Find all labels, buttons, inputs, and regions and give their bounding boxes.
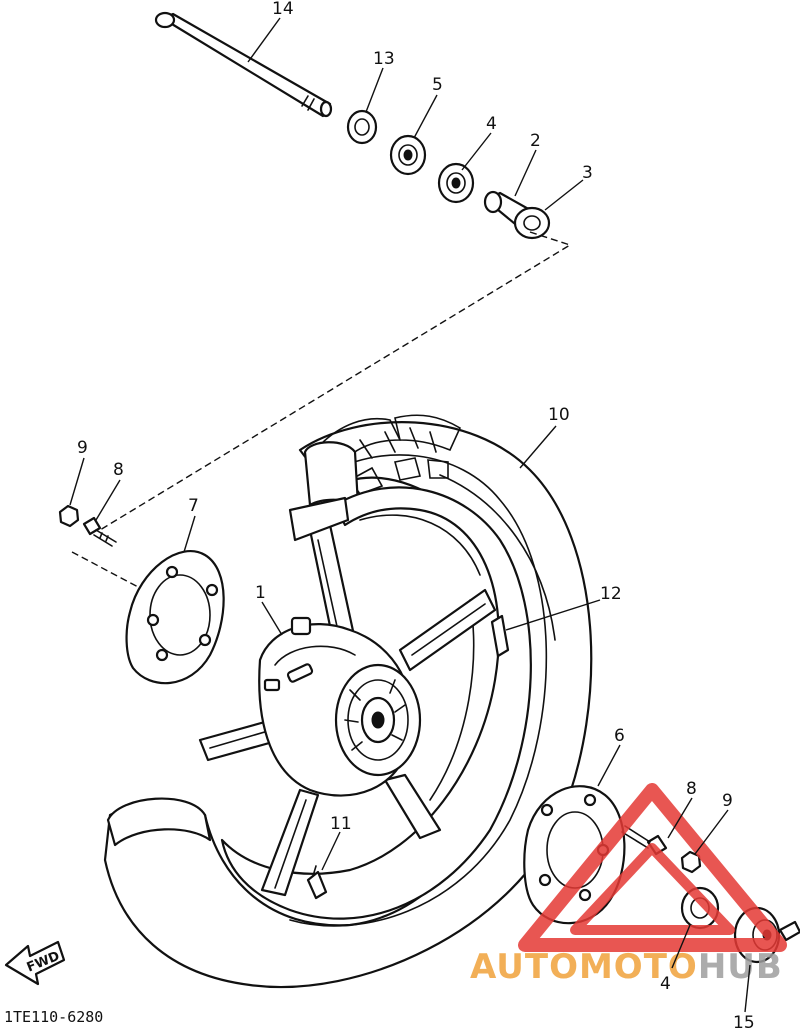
callout-9-right: 9 <box>722 791 733 811</box>
callout-5: 5 <box>432 75 443 95</box>
watermark-triangle-icon <box>518 783 787 952</box>
callout-2: 2 <box>530 131 541 151</box>
callout-3: 3 <box>582 163 593 183</box>
bearing-part-4-top <box>437 162 475 204</box>
collar-part-3 <box>513 206 551 240</box>
callout-8-left: 8 <box>113 460 124 480</box>
nut-part-9-left <box>58 504 80 528</box>
callout-12: 12 <box>600 584 622 604</box>
wheel-rim <box>198 486 532 920</box>
fwd-arrow: FWD <box>4 940 66 986</box>
plate-part-7 <box>125 550 225 685</box>
callout-14: 14 <box>272 0 294 19</box>
callout-1: 1 <box>255 583 266 603</box>
callout-7: 7 <box>188 496 199 516</box>
collar-part-13 <box>346 109 378 145</box>
callout-8-right: 8 <box>686 779 697 799</box>
bearing-part-5 <box>389 134 427 176</box>
axle-part-14 <box>154 11 333 118</box>
callout-4-bottom: 4 <box>660 974 671 994</box>
leader-lines <box>69 17 751 1013</box>
watermark-text-red: AUTOMOTO <box>470 947 698 987</box>
plate-part-6 <box>523 785 626 925</box>
nut-part-9-right <box>680 850 702 874</box>
svg-text:AUTOMOTOHUB: AUTOMOTOHUB <box>470 947 783 987</box>
part-code: 1TE110-6280 <box>4 1008 103 1026</box>
callout-15: 15 <box>733 1013 755 1031</box>
callout-9-left: 9 <box>77 438 88 458</box>
callout-6: 6 <box>614 726 625 746</box>
callout-4-top: 4 <box>486 114 497 134</box>
callouts: 14 13 5 4 2 3 10 9 8 7 1 12 6 8 9 11 4 1… <box>77 0 755 1031</box>
callout-13: 13 <box>373 49 395 69</box>
hub-part-1 <box>258 616 422 797</box>
bolt-part-8-left <box>82 516 117 547</box>
automotohub-logo: AUTOMOTOHUB <box>470 783 787 987</box>
callout-10: 10 <box>548 405 570 425</box>
callout-11: 11 <box>330 814 352 834</box>
valve-part-11 <box>306 865 328 900</box>
watermark-text-gray: HUB <box>698 947 783 987</box>
